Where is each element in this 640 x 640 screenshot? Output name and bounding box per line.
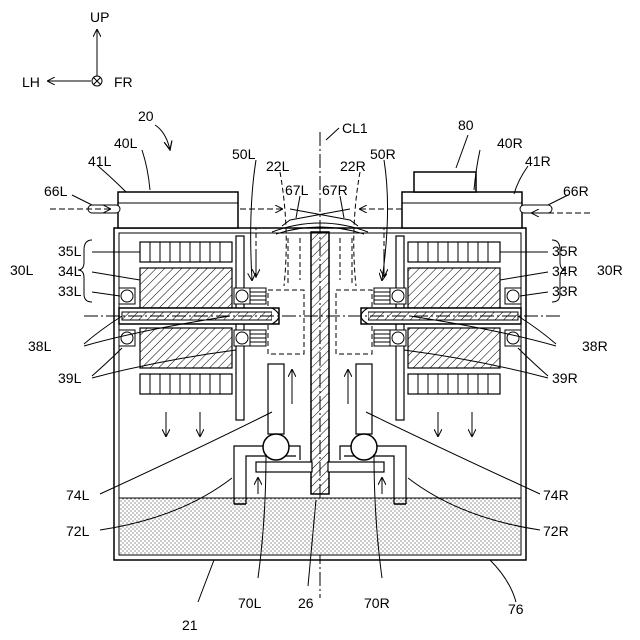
label-26: 26 bbox=[298, 595, 314, 611]
label-21: 21 bbox=[182, 617, 198, 633]
label-66r: 66R bbox=[563, 183, 589, 199]
label-76: 76 bbox=[508, 601, 524, 617]
label-30l: 30L bbox=[10, 262, 34, 278]
label-50r: 50R bbox=[370, 146, 396, 162]
label-39r: 39R bbox=[552, 370, 578, 386]
pump-right bbox=[328, 364, 406, 504]
motor-30l bbox=[119, 236, 279, 420]
svg-text:CL1: CL1 bbox=[342, 120, 368, 136]
label-33r: 33R bbox=[552, 283, 578, 299]
label-fr: FR bbox=[114, 74, 133, 90]
label-66l: 66L bbox=[44, 183, 68, 199]
label-lh: LH bbox=[22, 74, 40, 90]
oil-reservoir bbox=[119, 498, 521, 555]
wire-66r bbox=[520, 205, 590, 213]
label-up: UP bbox=[90, 9, 109, 25]
label-39l: 39L bbox=[58, 370, 82, 386]
assembly-label: 20 bbox=[138, 108, 170, 150]
pump-left bbox=[234, 364, 312, 504]
label-72l: 72L bbox=[66, 523, 90, 539]
label-72r: 72R bbox=[543, 523, 569, 539]
label-34l: 34L bbox=[58, 263, 82, 279]
unit-40l bbox=[118, 192, 238, 228]
label-30r: 30R bbox=[597, 262, 623, 278]
label-34r: 34R bbox=[552, 263, 578, 279]
label-67r: 67R bbox=[322, 182, 348, 198]
component-80 bbox=[414, 172, 476, 192]
wire-66l bbox=[50, 205, 120, 213]
label-38l: 38L bbox=[28, 338, 52, 354]
label-40r: 40R bbox=[497, 135, 523, 151]
label-80: 80 bbox=[458, 117, 474, 133]
unit-40r bbox=[402, 192, 522, 228]
label-33l: 33L bbox=[58, 283, 82, 299]
central-shaft-26 bbox=[311, 232, 329, 494]
motor-30r bbox=[361, 236, 521, 420]
orientation-indicator: UP LH FR bbox=[22, 9, 133, 90]
label-38r: 38R bbox=[582, 338, 608, 354]
label-50l: 50L bbox=[232, 146, 256, 162]
label-70l: 70L bbox=[238, 595, 262, 611]
top-flow bbox=[240, 209, 402, 234]
label-22r: 22R bbox=[340, 158, 366, 174]
label-22l: 22L bbox=[266, 158, 290, 174]
svg-text:20: 20 bbox=[138, 108, 154, 124]
label-40l: 40L bbox=[114, 135, 138, 151]
label-70r: 70R bbox=[364, 595, 390, 611]
label-74r: 74R bbox=[543, 487, 569, 503]
label-41r: 41R bbox=[525, 153, 551, 169]
label-41l: 41L bbox=[88, 153, 112, 169]
label-67l: 67L bbox=[285, 182, 309, 198]
label-74l: 74L bbox=[66, 487, 90, 503]
label-35l: 35L bbox=[58, 243, 82, 259]
label-35r: 35R bbox=[552, 243, 578, 259]
